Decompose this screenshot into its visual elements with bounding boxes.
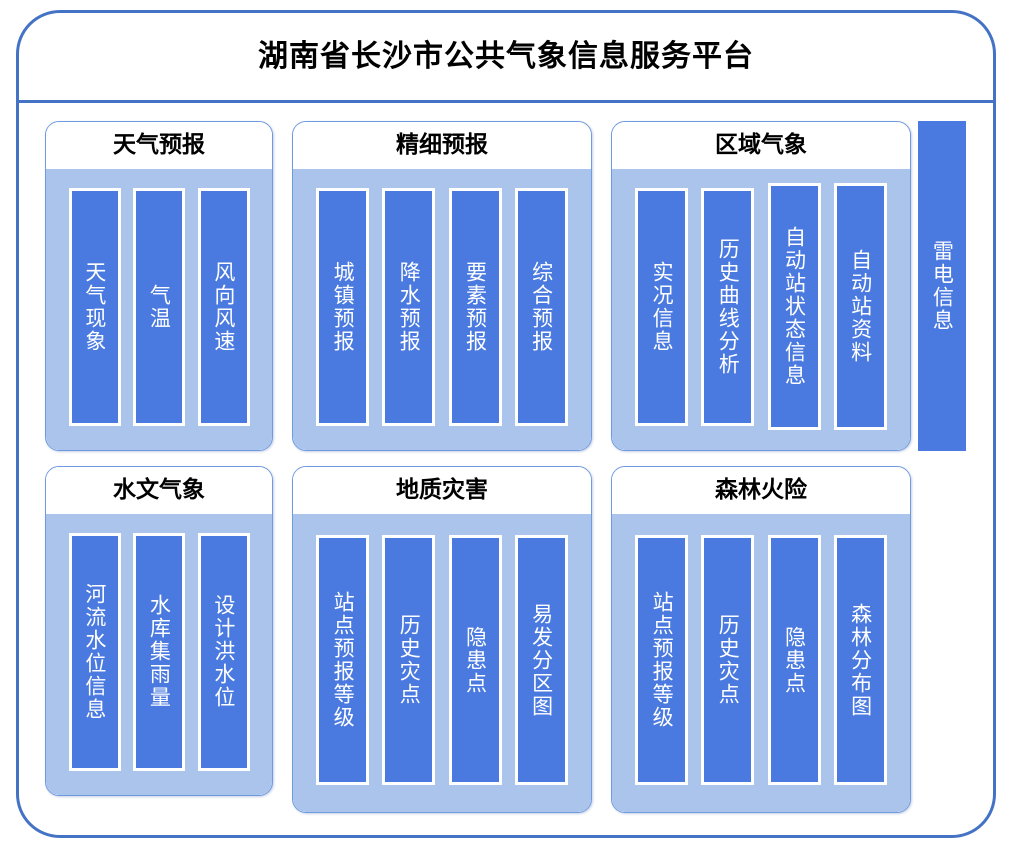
panel-header-regional-meteorology: 区域气象 [612, 122, 910, 169]
item-reservoir-rainfall[interactable]: 水库集雨量 [133, 532, 185, 771]
page-title: 湖南省长沙市公共气象信息服务平台 [258, 38, 754, 74]
item-historical-curve-analysis[interactable]: 历史曲线分析 [701, 187, 755, 426]
panel-items-refined-forecast: 城镇预报 降水预报 要素预报 综合预报 [293, 169, 591, 450]
item-aws-data[interactable]: 自动站资料 [833, 183, 887, 430]
platform-frame: 湖南省长沙市公共气象信息服务平台 天气预报 天气现象 气温 风向风速 精细预报 [16, 10, 996, 838]
item-temperature[interactable]: 气温 [133, 187, 185, 426]
item-station-forecast-level[interactable]: 站点预报等级 [316, 535, 370, 785]
panel-title: 水文气象 [113, 477, 205, 503]
platform-title-bar: 湖南省长沙市公共气象信息服务平台 [19, 13, 993, 103]
panel-row-top: 天气预报 天气现象 气温 风向风速 精细预报 城镇预报 降水预报 要素预报 综合… [45, 121, 973, 451]
panel-header-forest-fire-risk: 森林火险 [612, 467, 910, 514]
panel-items-forest-fire-risk: 站点预报等级 历史灾点 隐患点 森林分布图 [612, 514, 910, 812]
panel-title: 森林火险 [715, 477, 807, 503]
item-historical-disaster-points[interactable]: 历史灾点 [701, 535, 755, 785]
item-hidden-danger-points[interactable]: 隐患点 [767, 535, 821, 785]
item-design-flood-level[interactable]: 设计洪水位 [197, 532, 250, 771]
item-aws-status-information[interactable]: 自动站状态信息 [767, 183, 821, 430]
panel-regional-meteorology[interactable]: 区域气象 实况信息 历史曲线分析 自动站状态信息 自动站资料 [611, 121, 911, 451]
item-station-forecast-level[interactable]: 站点预报等级 [635, 535, 689, 785]
item-wind-direction-speed[interactable]: 风向风速 [197, 187, 250, 426]
panel-header-hydro-meteorology: 水文气象 [46, 467, 272, 514]
item-precipitation-forecast[interactable]: 降水预报 [382, 187, 436, 426]
item-hidden-danger-points[interactable]: 隐患点 [448, 535, 502, 785]
panel-title: 区域气象 [715, 132, 807, 158]
platform-body: 天气预报 天气现象 气温 风向风速 精细预报 城镇预报 降水预报 要素预报 综合… [19, 103, 993, 838]
panel-weather-forecast[interactable]: 天气预报 天气现象 气温 风向风速 [45, 121, 273, 451]
panel-row-bottom: 水文气象 河流水位信息 水库集雨量 设计洪水位 地质灾害 站点预报等级 历史灾点… [45, 466, 973, 813]
module-lightning-information[interactable]: 雷电信息 [918, 121, 966, 451]
item-comprehensive-forecast[interactable]: 综合预报 [514, 187, 568, 426]
item-live-information[interactable]: 实况信息 [635, 187, 689, 426]
item-weather-phenomenon[interactable]: 天气现象 [68, 187, 121, 426]
panel-header-geological-disaster: 地质灾害 [293, 467, 591, 514]
panel-header-weather-forecast: 天气预报 [46, 122, 272, 169]
item-river-water-level-info[interactable]: 河流水位信息 [68, 532, 121, 771]
panel-header-refined-forecast: 精细预报 [293, 122, 591, 169]
panel-title: 精细预报 [396, 132, 488, 158]
panel-hydro-meteorology[interactable]: 水文气象 河流水位信息 水库集雨量 设计洪水位 [45, 466, 273, 796]
panel-title: 地质灾害 [396, 477, 488, 503]
panel-items-weather-forecast: 天气现象 气温 风向风速 [46, 169, 272, 450]
panel-items-hydro-meteorology: 河流水位信息 水库集雨量 设计洪水位 [46, 514, 272, 795]
item-historical-disaster-points[interactable]: 历史灾点 [382, 535, 436, 785]
panel-geological-disaster[interactable]: 地质灾害 站点预报等级 历史灾点 隐患点 易发分区图 [292, 466, 592, 813]
item-element-forecast[interactable]: 要素预报 [448, 187, 502, 426]
panel-title: 天气预报 [113, 132, 205, 158]
item-forest-distribution-map[interactable]: 森林分布图 [833, 535, 887, 785]
item-town-forecast[interactable]: 城镇预报 [316, 187, 370, 426]
panel-refined-forecast[interactable]: 精细预报 城镇预报 降水预报 要素预报 综合预报 [292, 121, 592, 451]
panel-items-geological-disaster: 站点预报等级 历史灾点 隐患点 易发分区图 [293, 514, 591, 812]
panel-items-regional-meteorology: 实况信息 历史曲线分析 自动站状态信息 自动站资料 [612, 169, 910, 450]
item-prone-zoning-map[interactable]: 易发分区图 [514, 535, 568, 785]
panel-forest-fire-risk[interactable]: 森林火险 站点预报等级 历史灾点 隐患点 森林分布图 [611, 466, 911, 813]
